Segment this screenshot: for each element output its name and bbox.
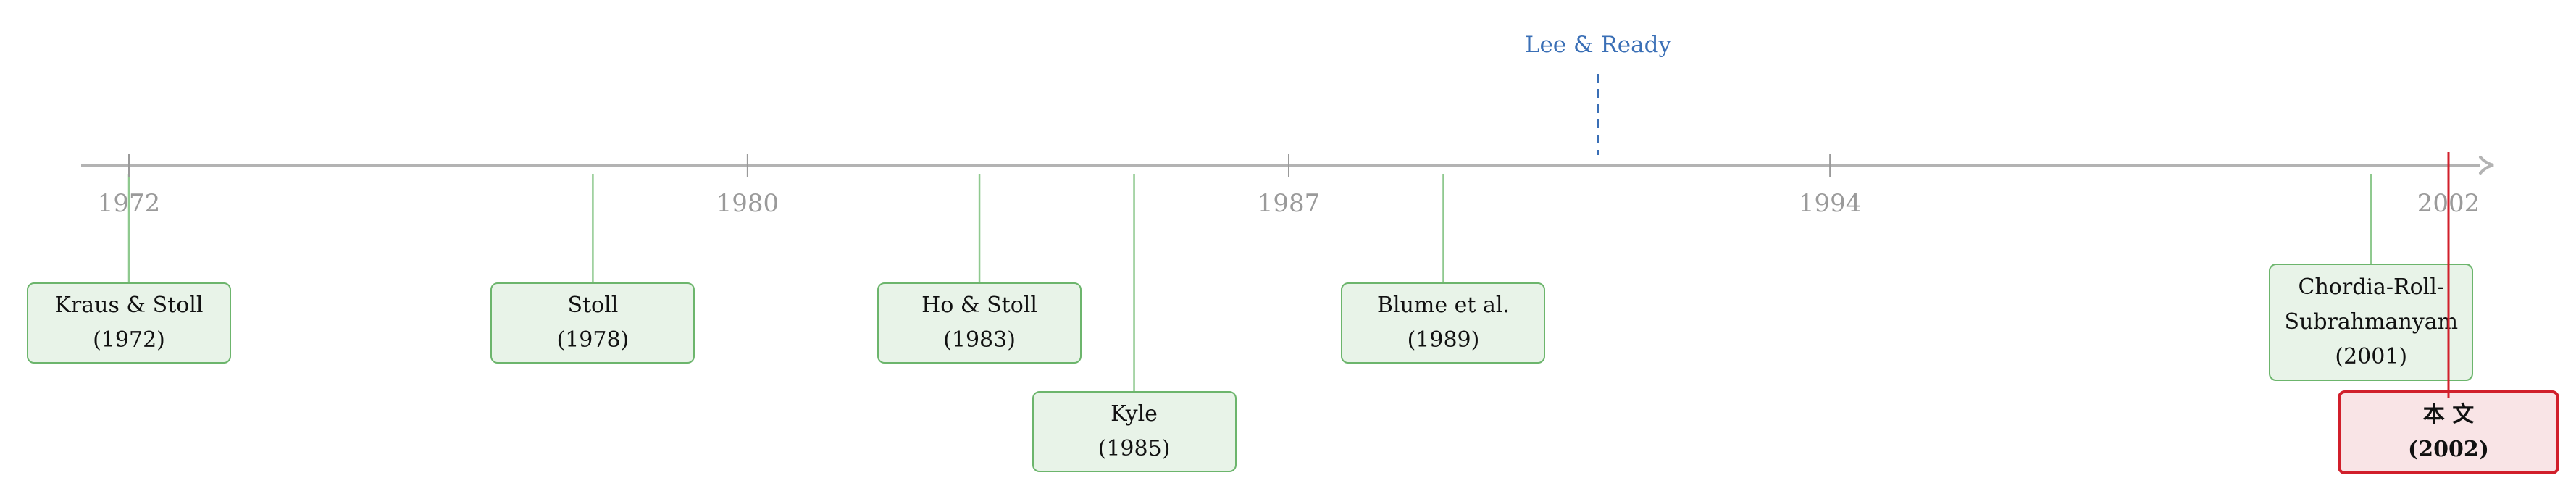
event-text-chordia-line1: Chordia-Roll-: [2298, 274, 2444, 300]
event-text-stoll-line2: (1978): [556, 327, 630, 353]
event-text-blume-line2: (1989): [1407, 327, 1480, 353]
event-box-chordia: Chordia-Roll- Subrahmanyam (2001): [2269, 264, 2474, 381]
tick-label-1972: 1972: [98, 189, 161, 218]
event-box-ho-stoll: Ho & Stoll (1983): [877, 282, 1082, 364]
event-text-ho-stoll-line2: (1983): [943, 327, 1016, 353]
event-box-kraus-stoll: Kraus & Stoll (1972): [27, 282, 231, 364]
event-text-kraus-stoll-line1: Kraus & Stoll: [54, 293, 204, 318]
event-text-this-paper-line2: (2002): [2408, 437, 2489, 462]
tick-label-2002: 2002: [2417, 189, 2480, 218]
lee-ready-label: Lee & Ready: [1525, 32, 1672, 58]
event-text-kyle-line1: Kyle: [1111, 401, 1158, 427]
event-box-kyle: Kyle (1985): [1032, 391, 1237, 472]
event-text-kyle-line2: (1985): [1097, 436, 1171, 461]
tick-label-1987: 1987: [1258, 189, 1321, 218]
event-box-stoll: Stoll (1978): [490, 282, 695, 364]
timeline-axis-arrow: [2479, 156, 2494, 175]
event-text-chordia-line3: (2001): [2335, 344, 2408, 369]
event-text-blume-line1: Blume et al.: [1376, 293, 1510, 318]
event-text-this-paper-line1: 本 文: [2422, 402, 2475, 427]
event-text-ho-stoll-line1: Ho & Stoll: [921, 293, 1037, 318]
event-box-blume: Blume et al. (1989): [1341, 282, 1546, 364]
event-text-stoll-line1: Stoll: [567, 293, 619, 318]
event-box-this-paper: 本 文 (2002): [2338, 390, 2559, 474]
tick-label-1980: 1980: [716, 189, 779, 218]
event-text-chordia-line2: Subrahmanyam: [2284, 309, 2459, 335]
tick-label-1994: 1994: [1799, 189, 1862, 218]
event-text-kraus-stoll-line2: (1972): [93, 327, 165, 353]
